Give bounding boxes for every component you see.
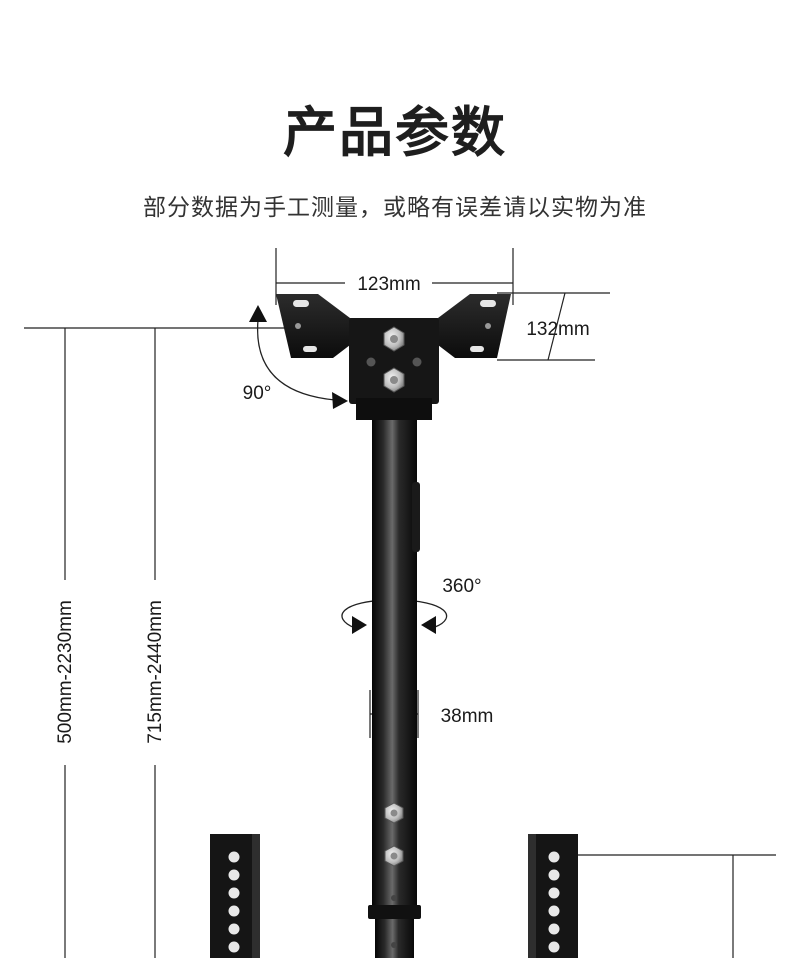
pole-diameter-label: 38mm bbox=[441, 706, 494, 727]
hex-bolt-icon bbox=[383, 367, 405, 393]
top-width-label: 123mm bbox=[357, 274, 420, 295]
tilt-angle-label: 90° bbox=[243, 383, 272, 404]
hex-bolt-icon bbox=[383, 326, 405, 352]
page-subtitle: 部分数据为手工测量，或略有误差请以实物为准 bbox=[143, 195, 647, 221]
height-range-short-label: 500mm-2230mm bbox=[55, 600, 76, 744]
right-tv-bracket bbox=[528, 834, 578, 958]
hex-bolt-icon bbox=[384, 802, 404, 824]
dimension-lines bbox=[24, 248, 776, 958]
rotation-label: 360° bbox=[442, 576, 481, 597]
page-title: 产品参数 bbox=[283, 101, 507, 164]
left-tv-bracket bbox=[210, 834, 260, 958]
hex-bolt-icon bbox=[384, 845, 404, 867]
plate-height-label: 132mm bbox=[526, 319, 589, 340]
tilt-arrow bbox=[249, 305, 348, 409]
height-range-long-label: 715mm-2440mm bbox=[145, 600, 166, 744]
pole bbox=[368, 404, 421, 958]
ceiling-bracket bbox=[276, 294, 511, 420]
